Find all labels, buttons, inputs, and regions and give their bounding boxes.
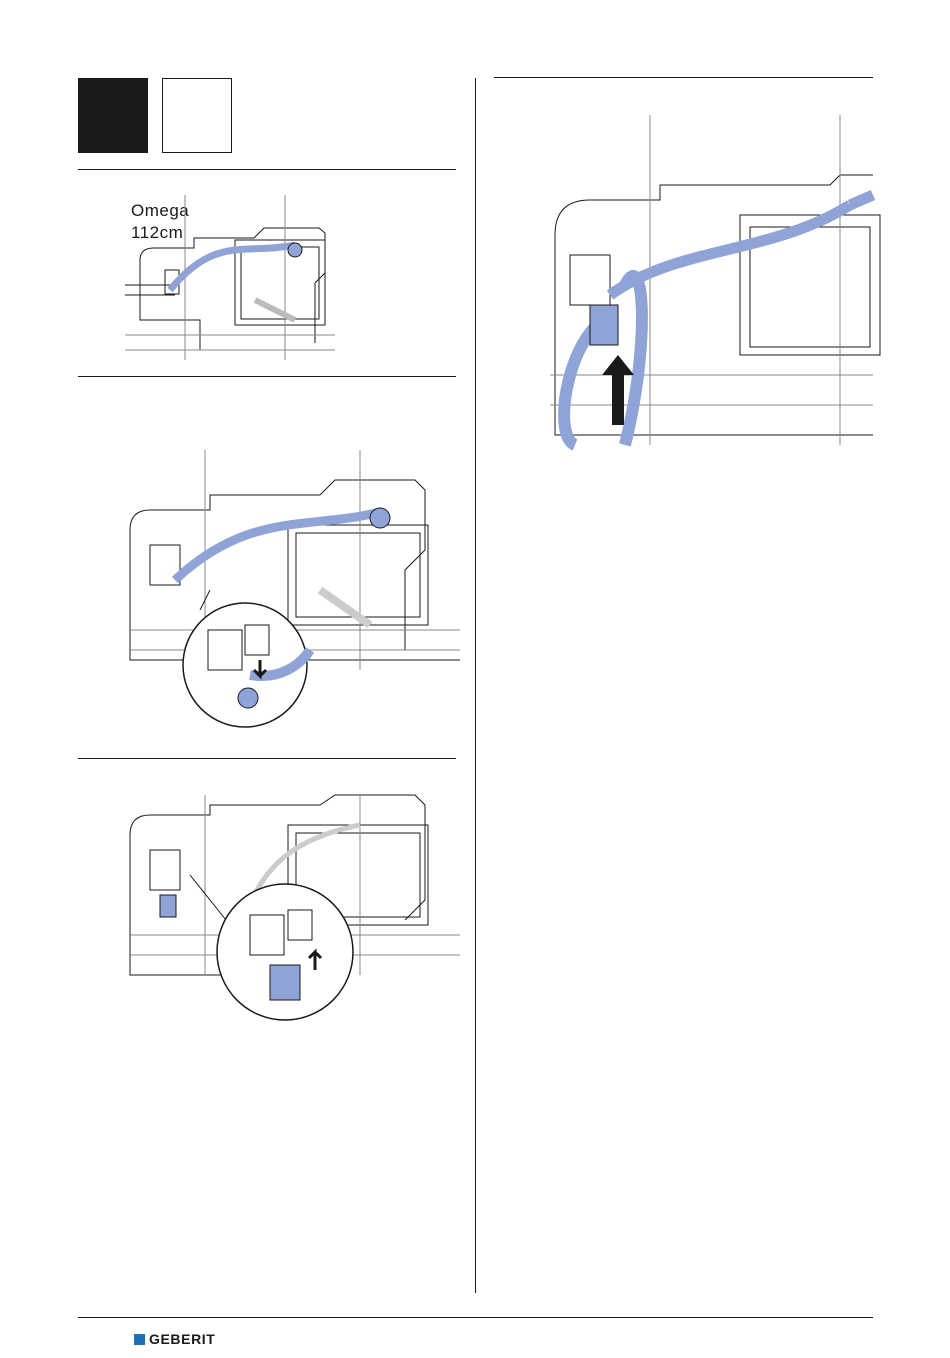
logo-square-icon: [134, 1334, 145, 1345]
divider: [78, 376, 456, 377]
step-indicator-filled: [78, 78, 148, 153]
illustration-hose-routing: [125, 195, 345, 360]
divider: [78, 169, 456, 170]
step-indicator-empty: [162, 78, 232, 153]
footer-divider: [78, 1317, 873, 1318]
illustration-hose-loop: [550, 115, 873, 445]
divider: [494, 77, 873, 78]
illustration-valve-assembly: [130, 795, 460, 1025]
brand-name: GEBERIT: [149, 1331, 215, 1347]
column-divider: [475, 78, 476, 1293]
illustration-connect-hose: [130, 450, 460, 750]
geberit-logo: GEBERIT: [134, 1331, 215, 1347]
divider: [78, 758, 456, 759]
